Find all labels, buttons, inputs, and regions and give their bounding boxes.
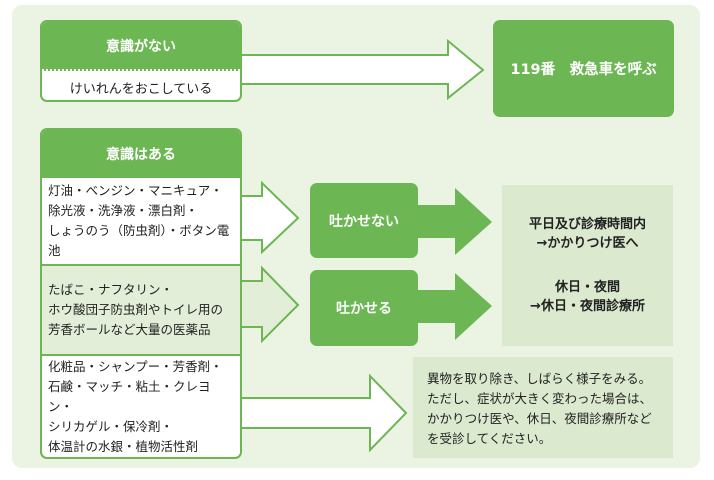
weekday-line2: →かかりつけ医へ bbox=[536, 236, 639, 252]
substance-row-no-vomit: 灯油・ベンジン・マニキュア・ 除光液・洗浄液・漂白剤・ しょうのう（防虫剤）・ボ… bbox=[42, 178, 240, 264]
substance-row-observe: 化粧品・シャンプー・芳香剤・ 石鹸・マッチ・粘土・クレヨン・ シリカゲル・保冷剤… bbox=[42, 354, 240, 457]
row2-line: 芳香ボールなど大量の医薬品 bbox=[48, 322, 211, 337]
arrow-unconscious-to-119-icon bbox=[229, 38, 485, 101]
holiday-line1: 休日・夜間 bbox=[554, 279, 620, 295]
arrow-no-vomit-icon bbox=[400, 188, 492, 255]
weekday-destination: 平日及び診療時間内 →かかりつけ医へ bbox=[502, 215, 673, 253]
note-line: ただし、症状が大きく変わった場合は、 bbox=[427, 391, 653, 406]
observe-note: 異物を取り除き、しばらく様子をみる。 ただし、症状が大きく変わった場合は、 かか… bbox=[413, 357, 673, 458]
note-line: かかりつけ医や、休日、夜間診療所など bbox=[427, 411, 652, 426]
weekday-line1: 平日及び診療時間内 bbox=[528, 217, 646, 233]
row2-line: たばこ・ナフタリン・ bbox=[48, 282, 174, 297]
row3-line: シリカゲル・保冷剤・ bbox=[48, 418, 174, 434]
row3-line: 石鹸・マッチ・粘土・クレヨン・ bbox=[48, 378, 211, 414]
row1-line: しょうのう（防虫剤）・ボタン電池 bbox=[48, 223, 230, 258]
call-119-box: 119番 救急車を呼ぶ bbox=[493, 20, 674, 117]
row2-line: ホウ酸団子防虫剤やトイレ用の bbox=[48, 302, 224, 317]
substance-row-vomit: たばこ・ナフタリン・ ホウ酸団子防虫剤やトイレ用の 芳香ボールなど大量の医薬品 bbox=[42, 264, 240, 354]
holiday-destination: 休日・夜間 →休日・夜間診療所 bbox=[502, 278, 673, 316]
note-line: 異物を取り除き、しばらく様子をみる。 bbox=[427, 371, 652, 386]
row1-line: 灯油・ベンジン・マニキュア・ bbox=[48, 183, 223, 198]
unconscious-card: 意識がない けいれんをおこしている bbox=[40, 20, 242, 102]
arrow-row3-icon bbox=[229, 373, 408, 453]
note-line: を受診してください。 bbox=[427, 431, 552, 446]
no-vomit-box: 吐かせない bbox=[310, 183, 418, 258]
conscious-card: 意識はある 灯油・ベンジン・マニキュア・ 除光液・洗浄液・漂白剤・ しょうのう（… bbox=[40, 128, 242, 459]
vomit-box: 吐かせる bbox=[310, 270, 418, 346]
unconscious-header: 意識がない bbox=[42, 22, 240, 71]
conscious-header: 意識はある bbox=[42, 130, 240, 178]
arrow-vomit-icon bbox=[400, 273, 492, 340]
destination-panel: 平日及び診療時間内 →かかりつけ医へ 休日・夜間 →休日・夜間診療所 bbox=[502, 185, 673, 346]
row3-line: 体温計の水銀・植物活性剤 bbox=[48, 438, 199, 454]
row1-line: 除光液・洗浄液・漂白剤・ bbox=[48, 203, 199, 218]
row3-line: 化粧品・シャンプー・芳香剤・ bbox=[48, 358, 223, 374]
unconscious-condition: けいれんをおこしている bbox=[69, 82, 213, 97]
holiday-line2: →休日・夜間診療所 bbox=[530, 298, 645, 314]
